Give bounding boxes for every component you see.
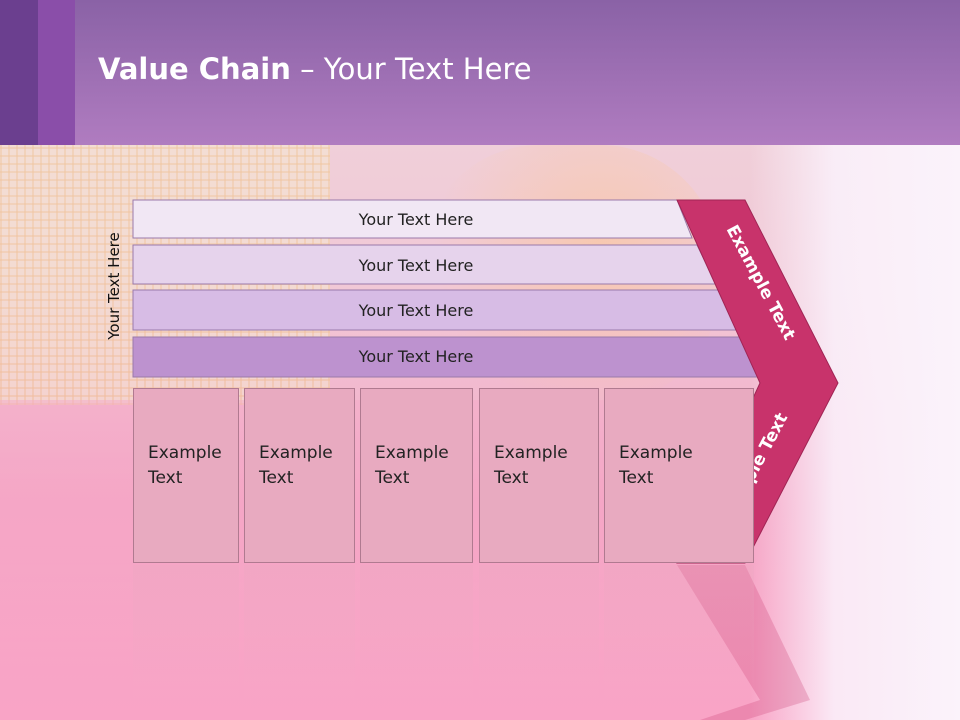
title-bar-strip-dark	[0, 0, 38, 145]
cell-line2: Text	[148, 468, 183, 488]
row-label-2: Your Text Here	[358, 255, 474, 275]
row-label-4: Your Text Here	[358, 346, 474, 366]
cell-line1: Example	[148, 443, 222, 463]
cell-line2: Text	[494, 468, 529, 488]
page-title-bold: Value Chain	[98, 52, 291, 86]
chevron-reflection	[677, 565, 810, 720]
chevron-arrow-shape	[676, 199, 839, 564]
cell-reflection-3	[360, 565, 473, 705]
row-label-3: Your Text Here	[358, 300, 474, 320]
cell-reflection-1	[133, 565, 239, 705]
title-bar-strip	[38, 0, 75, 145]
cell-reflection-5	[604, 565, 754, 705]
title-bar: Value Chain – Your Text Here	[0, 0, 960, 145]
cell-line2: Text	[259, 468, 294, 488]
cell-reflection-4	[479, 565, 599, 705]
cell-line1: Example	[619, 443, 693, 463]
cell-line1: Example	[375, 443, 449, 463]
cell-line2: Text	[619, 468, 654, 488]
cell-reflection-2	[244, 565, 355, 705]
cell-line1: Example	[494, 443, 568, 463]
page-title: Value Chain – Your Text Here	[98, 52, 532, 86]
page-title-rest: – Your Text Here	[290, 52, 532, 86]
row-label-1: Your Text Here	[358, 209, 474, 229]
row-shape-1	[132, 199, 693, 239]
vertical-label: Your Text Here	[105, 232, 123, 340]
cell-line1: Example	[259, 443, 333, 463]
cell-line2: Text	[375, 468, 410, 488]
